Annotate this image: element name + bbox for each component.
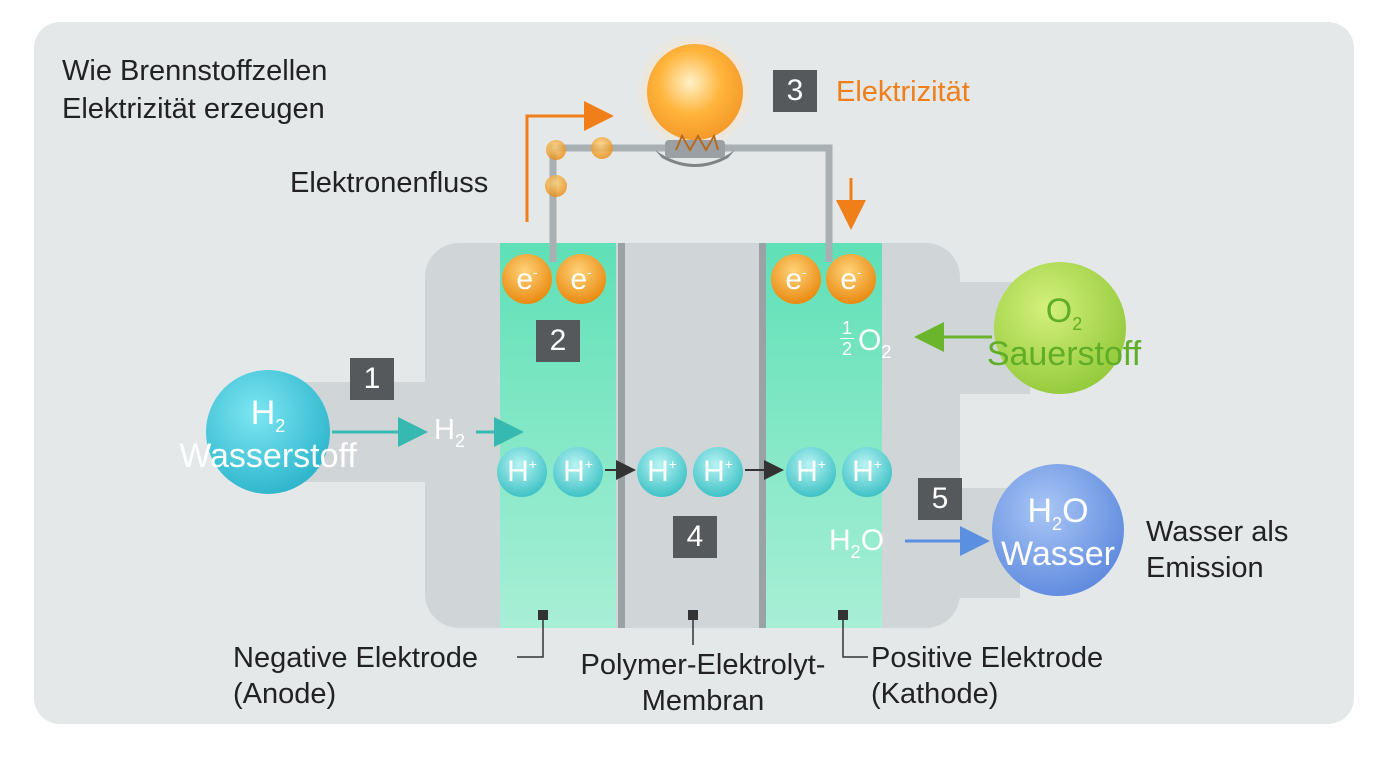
electron-flow-arrow — [525, 101, 614, 222]
anode-label: Negative Elektrode (Anode) — [233, 642, 479, 710]
cell-water-formula: H2O — [829, 524, 885, 562]
oxygen-formula: O2 — [1045, 292, 1083, 334]
step-badge-4: 4 — [673, 516, 717, 558]
proton-symbol: H+ — [647, 455, 677, 488]
electron-symbol: e- — [840, 263, 862, 296]
water-sphere — [992, 464, 1124, 596]
bulb-base — [655, 150, 735, 167]
electron-flow-label: Elektronenfluss — [290, 167, 489, 199]
proton-anode — [497, 447, 547, 497]
membrane-label: Polymer-Elektrolyt- Membran — [580, 649, 826, 717]
water-formula: H2O — [1027, 492, 1089, 534]
hydrogen-formula: H2 — [250, 394, 286, 436]
proton-membrane — [637, 447, 687, 497]
proton-membrane — [693, 447, 743, 497]
wire-electron — [591, 137, 613, 159]
anode-marker — [538, 610, 548, 620]
proton-cathode — [786, 447, 836, 497]
proton-symbol: H+ — [507, 455, 537, 488]
hydrogen-label: H2 Wasserstoff — [176, 394, 360, 475]
membrane-line-right — [759, 243, 766, 628]
anode-electron — [556, 254, 606, 304]
wire-electron — [545, 175, 567, 197]
cathode-electron — [771, 254, 821, 304]
electron-symbol: e- — [570, 263, 592, 296]
half-fraction: 1 2 — [840, 318, 854, 359]
anode-electron — [502, 254, 552, 304]
cathode-label: Positive Elektrode (Kathode) — [871, 642, 1104, 710]
electron-symbol: e- — [785, 263, 807, 296]
membrane-marker — [688, 610, 698, 620]
water-name: Wasser — [1001, 535, 1115, 573]
oxygen-name: Sauerstoff — [986, 335, 1142, 373]
cathode-layer — [766, 243, 882, 628]
cathode-leader — [842, 620, 868, 658]
cathode-electron — [826, 254, 876, 304]
h2-inlet-label: H2 — [434, 414, 465, 451]
membrane-line-left — [618, 243, 625, 628]
wire-electron — [546, 140, 566, 160]
water-label: H2O Wasser — [992, 492, 1124, 573]
hydrogen-sphere — [206, 370, 330, 494]
half-o2-formula: O2 — [858, 324, 892, 362]
cathode-marker — [838, 610, 848, 620]
bulb-filament — [675, 133, 719, 153]
proton-symbol: H+ — [796, 455, 826, 488]
hydrogen-name: Wasserstoff — [179, 437, 357, 475]
oxygen-label: O2 Sauerstoff — [986, 292, 1142, 373]
proton-symbol: H+ — [852, 455, 882, 488]
step-badge-1: 1 — [350, 358, 394, 400]
light-bulb — [647, 44, 743, 140]
electricity-label: Elektrizität — [836, 76, 970, 108]
electron-symbol: e- — [516, 263, 538, 296]
proton-cathode — [842, 447, 892, 497]
oxygen-sphere — [994, 262, 1126, 394]
step-badge-5: 5 — [918, 478, 962, 520]
water-emission-label: Wasser als Emission — [1146, 516, 1289, 584]
step-badge-2: 2 — [536, 320, 580, 362]
proton-symbol: H+ — [563, 455, 593, 488]
diagram-title: Wie Brennstoffzellen Elektrizität erzeug… — [62, 55, 328, 125]
anode-leader — [517, 620, 544, 658]
proton-symbol: H+ — [703, 455, 733, 488]
proton-anode — [553, 447, 603, 497]
step-badge-3: 3 — [773, 70, 817, 112]
